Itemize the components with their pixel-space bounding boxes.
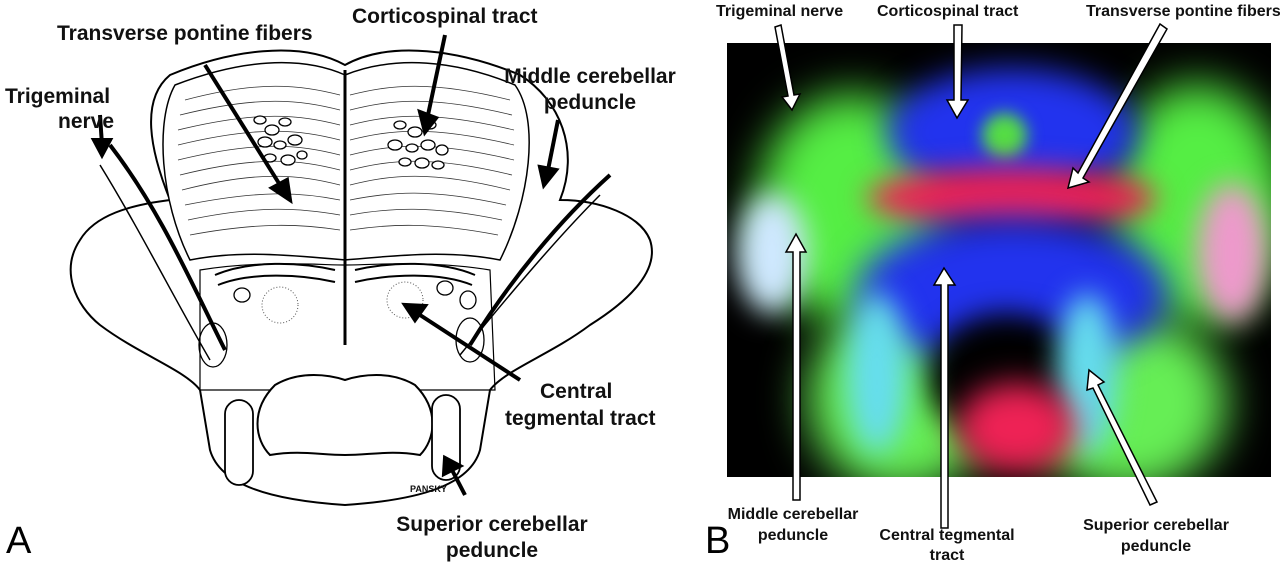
signature: PANSKY <box>410 484 447 494</box>
label-a-middle-cerebellar-line1: Middle cerebellar <box>504 65 676 88</box>
dti-color-map <box>727 43 1271 477</box>
arrow-b-corticospinal <box>945 24 970 120</box>
arrow-b-transverse <box>1066 22 1168 190</box>
label-a-middle-cerebellar-line2: peduncle <box>543 91 637 114</box>
red-bottom <box>957 383 1077 473</box>
label-b-corticospinal: Corticospinal tract <box>877 3 1019 20</box>
label-b-middle-cerebellar-line1: Middle cerebellar <box>727 506 859 523</box>
label-a-central-tegmental-line2: tegmental tract <box>505 407 656 430</box>
label-a-trigeminal-line2: nerve <box>58 110 115 133</box>
label-a-corticospinal: Corticospinal tract <box>352 5 538 28</box>
label-a-central-tegmental-line1: Central <box>540 380 613 403</box>
label-a-trigeminal-line1: Trigeminal <box>5 85 111 108</box>
label-b-transverse-pontine: Transverse pontine fibers <box>1086 3 1280 20</box>
arrow-b-central-tegmental <box>932 266 957 529</box>
label-a-transverse-pontine: Transverse pontine fibers <box>57 22 313 45</box>
green-center-top <box>982 113 1027 158</box>
cyan-left-lower <box>847 293 907 453</box>
fourth-ventricle <box>256 374 434 457</box>
label-b-middle-cerebellar-line2: peduncle <box>757 527 829 544</box>
label-b-central-tegmental-line1: Central tegmental <box>879 527 1015 544</box>
pons-drawing <box>69 34 653 507</box>
label-b-superior-cerebellar-line2: peduncle <box>1120 538 1192 555</box>
panel-letter-a: A <box>6 520 32 562</box>
arrow-b-superior-cerebellar <box>1086 368 1159 506</box>
panel-letter-b: B <box>705 520 731 562</box>
label-b-trigeminal: Trigeminal nerve <box>716 3 844 20</box>
label-a-superior-cerebellar-line2: peduncle <box>445 539 539 562</box>
pink-right <box>1197 183 1267 323</box>
arrow-b-trigeminal <box>774 24 802 112</box>
arrow-b-middle-cerebellar <box>784 232 808 501</box>
label-b-central-tegmental-line2: tract <box>929 547 965 564</box>
label-b-superior-cerebellar-line1: Superior cerebellar <box>1083 517 1229 534</box>
label-a-superior-cerebellar-line1: Superior cerebellar <box>396 513 588 536</box>
